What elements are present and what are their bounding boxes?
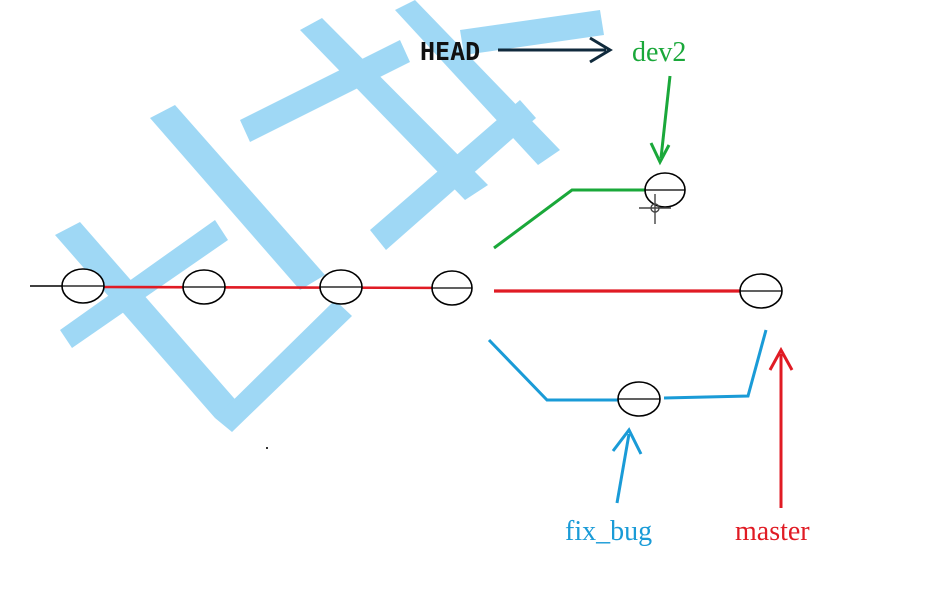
commit-node	[431, 270, 473, 306]
arrow-head-to-dev2	[498, 36, 613, 64]
speck	[266, 447, 268, 449]
commit-node	[61, 268, 105, 304]
label-master: master	[735, 516, 810, 547]
commit-node	[319, 269, 363, 305]
commit-node	[182, 269, 226, 305]
branch-line-fix_bug	[487, 338, 618, 402]
arrow-fix_bug-pointer	[611, 427, 643, 504]
cursor-crosshair-icon	[639, 194, 671, 224]
label-fix_bug: fix_bug	[565, 516, 652, 547]
arrow-dev2-pointer	[649, 75, 672, 166]
commit-line-main	[30, 285, 471, 290]
branch-line-dev2	[493, 188, 646, 250]
label-head: HEAD	[420, 37, 480, 66]
commit-node-fix_bug	[617, 381, 661, 417]
commit-node-master	[739, 273, 783, 309]
commit-node-dev2	[644, 172, 686, 208]
arrow-master-pointer	[768, 346, 794, 508]
watermark-logo	[55, 0, 604, 432]
branch-line-fix_bug-merge	[663, 329, 768, 400]
label-dev2: dev2	[632, 37, 686, 68]
